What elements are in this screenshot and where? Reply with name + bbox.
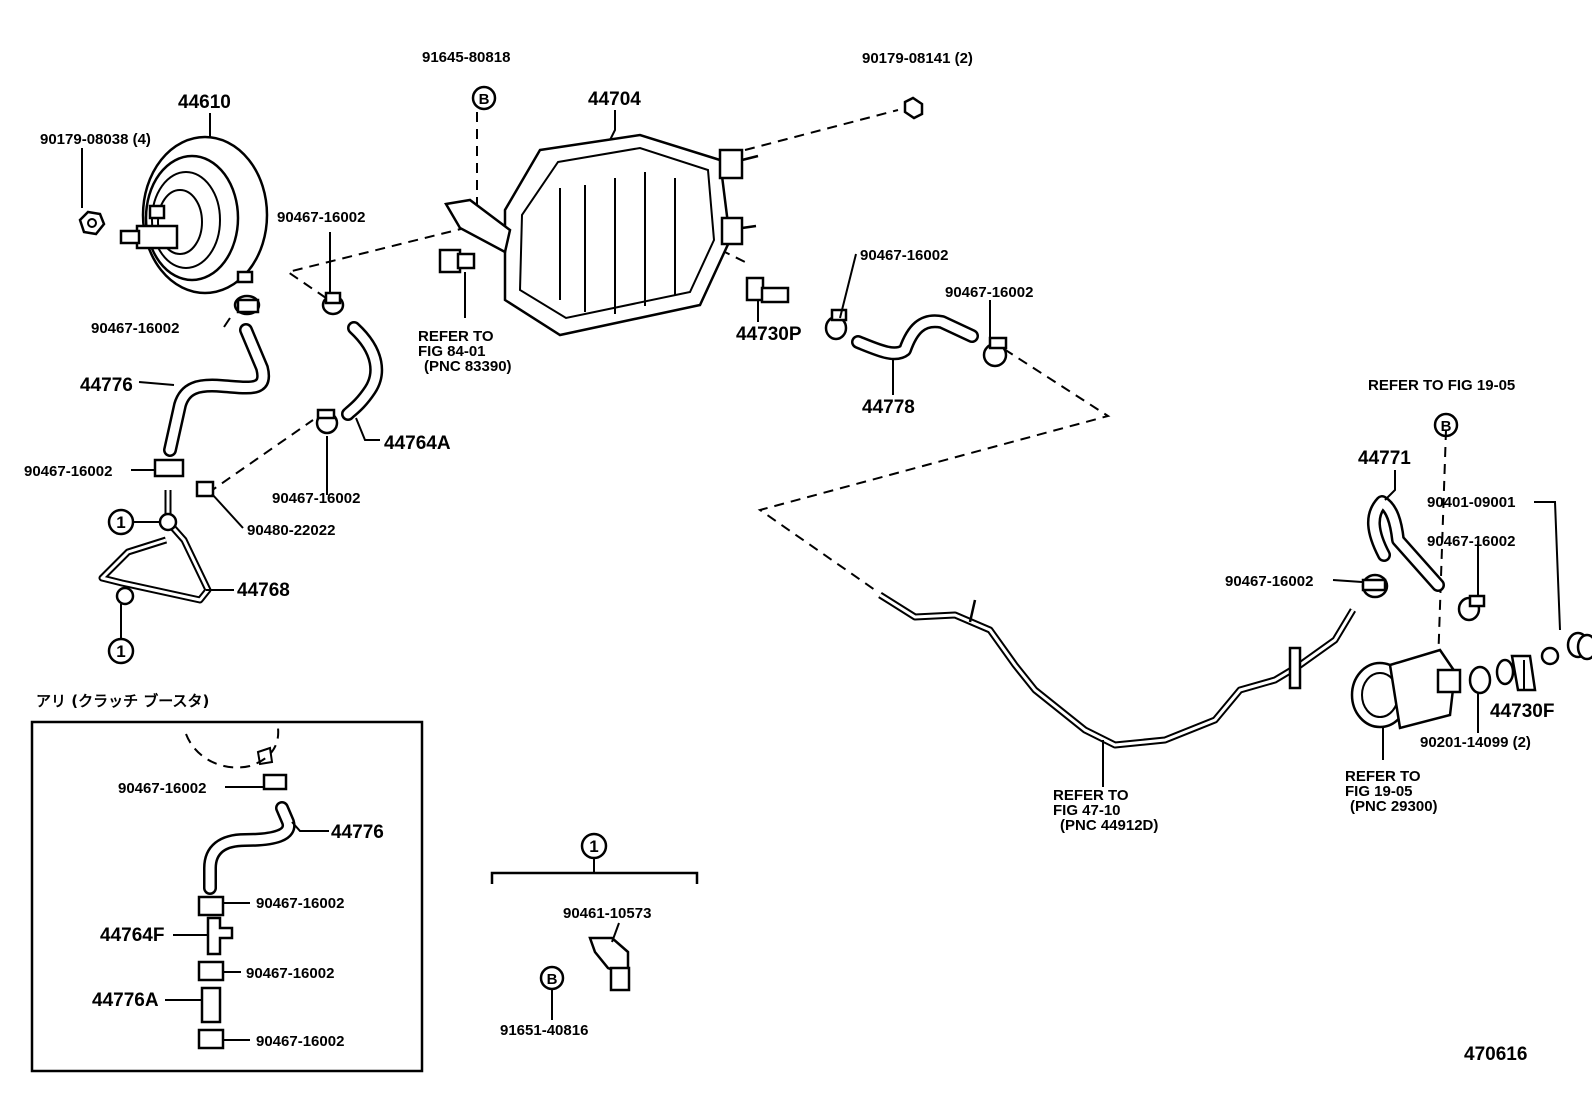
vacuum-tank: [444, 133, 759, 337]
label-90201-14099: 90201-14099 (2): [1420, 734, 1531, 751]
label-90467-16002: 90467-16002: [272, 490, 360, 507]
detail-1-bracket: [490, 858, 699, 1020]
label-90461-10573: 90461-10573: [563, 905, 651, 922]
label-90401-09001: 90401-09001: [1427, 494, 1515, 511]
label-91645-80818: 91645-80818: [422, 49, 510, 66]
clamp-44764a-upper: [321, 291, 345, 316]
label-fig-19-05: FIG 19-05: [1345, 783, 1413, 800]
label-90467-16002: 90467-16002: [246, 965, 334, 982]
vacuum-switch: [438, 248, 476, 318]
marker-1-text: 1: [116, 513, 125, 532]
hose-44776: [163, 323, 271, 457]
label-90467-16002: 90467-16002: [24, 463, 112, 480]
label-44704: 44704: [588, 89, 641, 110]
brake-booster: [119, 135, 269, 295]
marker-1-upper: 1: [107, 508, 160, 536]
label-44730p: 44730P: [736, 324, 802, 345]
inset-clutch-booster: [30, 720, 424, 1073]
clamp-44778-left: [824, 308, 848, 341]
label-90467-16002: 90467-16002: [256, 1033, 344, 1050]
pipe-44768: [98, 490, 212, 606]
clamp-booster-lower: [153, 458, 185, 478]
marker-b-detail: B: [539, 965, 565, 991]
label-90467-16002: 90467-16002: [256, 895, 344, 912]
clamp-44764a-lower: [315, 408, 339, 435]
clip-90480-22022: [195, 480, 215, 498]
hose-44778: [851, 314, 979, 361]
label-91651-40816: 91651-40816: [500, 1022, 588, 1039]
clamp-44778-right: [982, 336, 1008, 368]
label-44768: 44768: [237, 580, 290, 601]
label-90467-16002: 90467-16002: [1427, 533, 1515, 550]
label-fig-47-10: FIG 47-10: [1053, 802, 1121, 819]
label-refer-to-fig-19-05: REFER TO FIG 19-05: [1368, 377, 1515, 394]
label-44610: 44610: [178, 92, 231, 113]
check-valve-44730p: [745, 276, 790, 320]
label-90467-16002: 90467-16002: [118, 780, 206, 797]
label-44776: 44776: [80, 375, 133, 396]
label-44778: 44778: [862, 397, 915, 418]
label-44771: 44771: [1358, 448, 1411, 469]
marker-1-detail: 1: [580, 832, 608, 860]
marker-1-text: 1: [116, 642, 125, 661]
brake-line-pipe: [878, 592, 1357, 749]
part-labels: 91645-80818 90179-08141 (2) 44610 44704 …: [24, 49, 1554, 1065]
label-44764a: 44764A: [384, 433, 451, 454]
nut-90179-08141: [903, 96, 924, 120]
label-pnc-44912d: (PNC 44912D): [1060, 817, 1158, 834]
marker-b-text: B: [479, 91, 490, 108]
figure-number: 470616: [1464, 1044, 1527, 1065]
label-refer-to: REFER TO: [418, 328, 494, 345]
hose-44764a: [341, 321, 384, 421]
marker-b-text: B: [547, 971, 558, 988]
label-fig-84-01: FIG 84-01: [418, 343, 486, 360]
label-44776: 44776: [331, 822, 384, 843]
clamp-44771-left: [1361, 573, 1389, 599]
label-90467-16002: 90467-16002: [91, 320, 179, 337]
label-90179-08038: 90179-08038 (4): [40, 131, 151, 148]
label-pnc-29300: (PNC 29300): [1350, 798, 1438, 815]
inset-title: アリ (クラッチ ブースタ): [36, 692, 209, 710]
label-pnc-83390: (PNC 83390): [424, 358, 512, 375]
marker-b-right: B: [1433, 412, 1459, 438]
label-90467-16002: 90467-16002: [277, 209, 365, 226]
label-90179-08141: 90179-08141 (2): [862, 50, 973, 67]
marker-1-text: 1: [589, 837, 598, 856]
vacuum-pump-assembly: [1350, 631, 1592, 730]
label-refer-to: REFER TO: [1053, 787, 1129, 804]
label-refer-to: REFER TO: [1345, 768, 1421, 785]
marker-b-top: B: [471, 85, 497, 111]
label-44730f: 44730F: [1490, 701, 1554, 722]
label-90467-16002: 90467-16002: [860, 247, 948, 264]
nut-90179-08038: [78, 210, 106, 236]
label-44764f: 44764F: [100, 925, 164, 946]
clamp-booster-upper: [233, 294, 261, 316]
hose-44771: [1367, 495, 1445, 592]
label-90467-16002: 90467-16002: [945, 284, 1033, 301]
marker-1-lower: 1: [107, 604, 135, 665]
leader-lines: [81, 110, 1561, 787]
marker-b-text: B: [1441, 418, 1452, 435]
label-90480-22022: 90480-22022: [247, 522, 335, 539]
clamp-44771-right: [1457, 594, 1486, 622]
label-44776a: 44776A: [92, 990, 159, 1011]
label-90467-16002: 90467-16002: [1225, 573, 1313, 590]
